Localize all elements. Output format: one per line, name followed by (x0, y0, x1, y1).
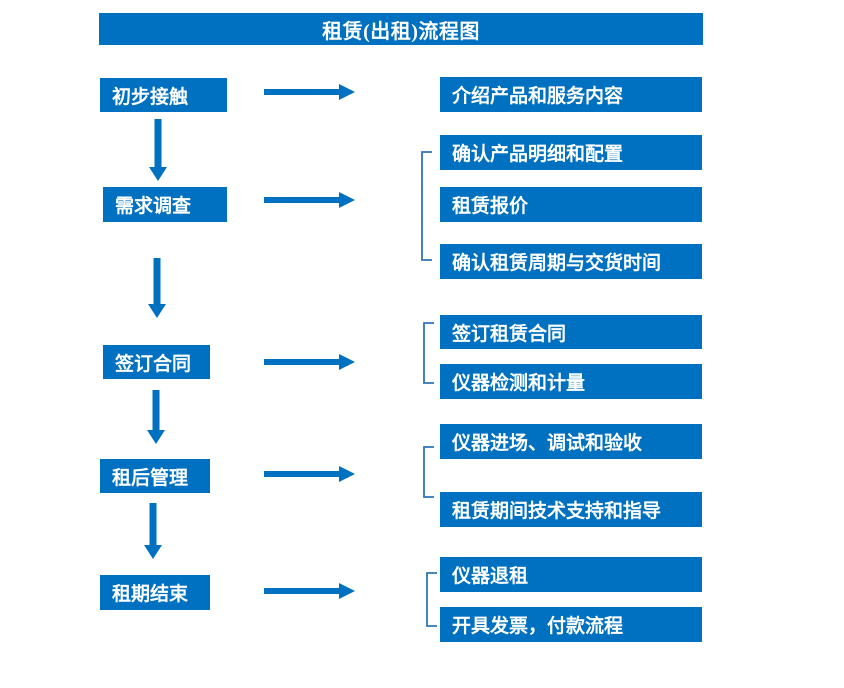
output-rental-quotation: 租赁报价 (440, 187, 702, 222)
step-demand-survey: 需求调查 (103, 187, 227, 222)
right-arrow-1 (264, 84, 355, 100)
step-sign-contract: 签订合同 (103, 345, 210, 379)
down-arrow-1 (149, 119, 167, 181)
output-instrument-return: 仪器退租 (440, 557, 702, 592)
output-confirm-rental-period-delivery: 确认租赁周期与交货时间 (440, 244, 702, 279)
bracket-lease-end-group (426, 572, 437, 627)
step-post-rental-management: 租后管理 (100, 459, 210, 493)
step-lease-end: 租期结束 (100, 575, 210, 610)
bracket-demand-survey-group (421, 151, 432, 261)
output-confirm-product-details-config: 确认产品明细和配置 (440, 135, 702, 170)
output-introduce-products-services: 介绍产品和服务内容 (440, 77, 702, 112)
bracket-post-rental-group (423, 446, 434, 498)
output-instrument-arrival-debug-acceptance: 仪器进场、调试和验收 (440, 424, 702, 459)
right-arrow-3 (264, 354, 355, 370)
output-instrument-testing-calibration: 仪器检测和计量 (440, 364, 702, 399)
step-initial-contact: 初步接触 (100, 78, 227, 112)
output-invoice-payment-process: 开具发票，付款流程 (440, 607, 702, 642)
right-arrow-2 (264, 192, 355, 208)
down-arrow-2 (148, 258, 166, 318)
right-arrow-5 (264, 583, 355, 599)
bracket-sign-contract-group (423, 322, 434, 384)
output-sign-rental-contract: 签订租赁合同 (440, 315, 702, 349)
output-rental-tech-support-guidance: 租赁期间技术支持和指导 (440, 492, 702, 527)
right-arrow-4 (264, 466, 355, 482)
flowchart-title: 租赁(出租)流程图 (99, 13, 703, 45)
down-arrow-3 (147, 390, 165, 444)
down-arrow-4 (144, 503, 162, 559)
